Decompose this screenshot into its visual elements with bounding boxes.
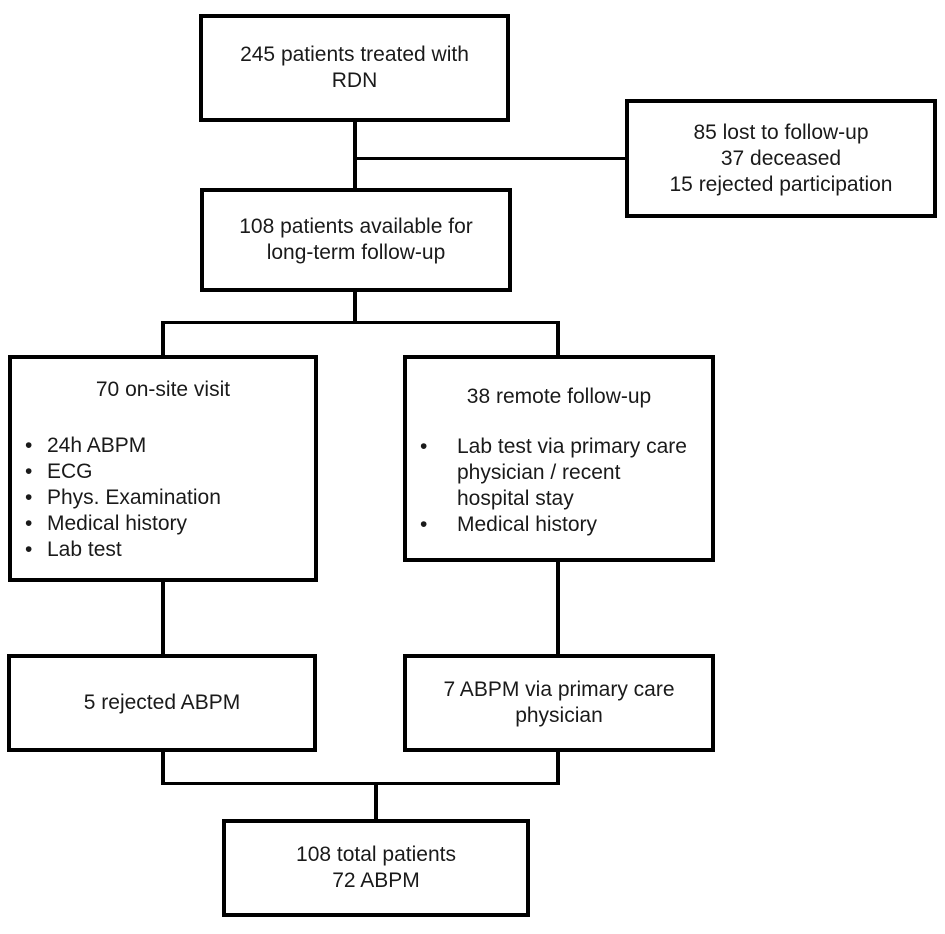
box-onsite-title: 70 on-site visit [95,378,231,401]
box-treated: 245 patients treated with RDN [199,14,510,122]
connector-onsite-to-rejected [161,582,165,654]
bullet-text: Medical history [457,512,711,538]
list-item: • Phys. Examination [25,485,314,511]
box-rejected-abpm: 5 rejected ABPM [7,654,317,752]
text-line: 108 total patients [296,843,456,866]
box-rejected-abpm-text: 5 rejected ABPM [84,690,240,716]
text-line: long-term follow-up [266,241,446,264]
bullet-icon: • [25,434,33,457]
box-treated-text: 245 patients treated with RDN [240,42,469,94]
text-line: 37 deceased [720,146,842,170]
bullet-text: Lab test [47,538,122,561]
text-line: 15 rejected participation [669,172,893,196]
text-line: 72 ABPM [332,869,420,892]
bullet-text: ECG [47,460,93,483]
bullet-icon: • [25,486,33,509]
box-excluded: 85 lost to follow-up 37 deceased 15 reje… [625,99,937,218]
bullet-text: Lab test via primary care physician / re… [457,434,711,512]
list-item: • ECG [25,459,314,485]
box-total: 108 total patients 72 ABPM [222,819,530,917]
text-line: 85 lost to follow-up [693,120,869,144]
box-available-text: 108 patients available for long-term fol… [239,214,473,266]
connector-treated-to-available [353,122,357,188]
box-excluded-text: 85 lost to follow-up 37 deceased 15 reje… [670,120,893,198]
box-onsite: 70 on-site visit • 24h ABPM • ECG • Phys… [8,355,318,582]
connector-split-horizontal [161,321,560,324]
connector-abpm-to-merge [556,752,560,785]
box-available: 108 patients available for long-term fol… [200,188,512,292]
connector-split-to-remote [556,321,560,355]
list-item: • Medical history [420,512,711,538]
box-remote-title: 38 remote follow-up [466,385,652,408]
text-line: 7 ABPM via primary care [443,678,675,701]
connector-merge-to-total [374,782,378,819]
bullet-icon: • [25,460,33,483]
bullet-icon: • [420,435,428,458]
connector-rejected-to-merge [161,752,165,785]
connector-to-excluded [355,157,627,160]
text-line: hospital stay [457,487,574,510]
text-line: 5 rejected ABPM [83,691,241,714]
box-total-text: 108 total patients 72 ABPM [296,842,456,894]
text-line: physician [515,704,603,727]
connector-split-to-onsite [161,321,165,355]
text-line: Lab test via primary care [457,435,687,458]
bullet-text: Phys. Examination [47,486,221,509]
connector-remote-to-abpm [556,562,560,654]
text-line: physician / recent [457,461,621,484]
list-item: • Lab test [25,537,314,563]
bullet-icon: • [420,513,428,536]
text-line: Medical history [457,513,598,536]
list-item: • Lab test via primary care physician / … [420,434,711,512]
box-onsite-bullets: • 24h ABPM • ECG • Phys. Examination • M… [12,433,314,563]
box-remote-bullets: • Lab test via primary care physician / … [407,434,711,538]
list-item: • 24h ABPM [25,433,314,459]
box-abpm-via-pcp: 7 ABPM via primary care physician [403,654,715,752]
box-remote: 38 remote follow-up • Lab test via prima… [403,355,715,562]
text-line: 108 patients available for [239,215,473,238]
text-line: RDN [331,69,378,92]
box-abpm-via-pcp-text: 7 ABPM via primary care physician [443,677,674,729]
bullet-text: 24h ABPM [47,434,147,457]
list-item: • Medical history [25,511,314,537]
connector-available-to-split [353,292,357,324]
connector-merge-horizontal [161,782,560,785]
bullet-text: Medical history [47,512,188,535]
bullet-icon: • [25,538,33,561]
bullet-icon: • [25,512,33,535]
text-line: 245 patients treated with [240,43,469,66]
